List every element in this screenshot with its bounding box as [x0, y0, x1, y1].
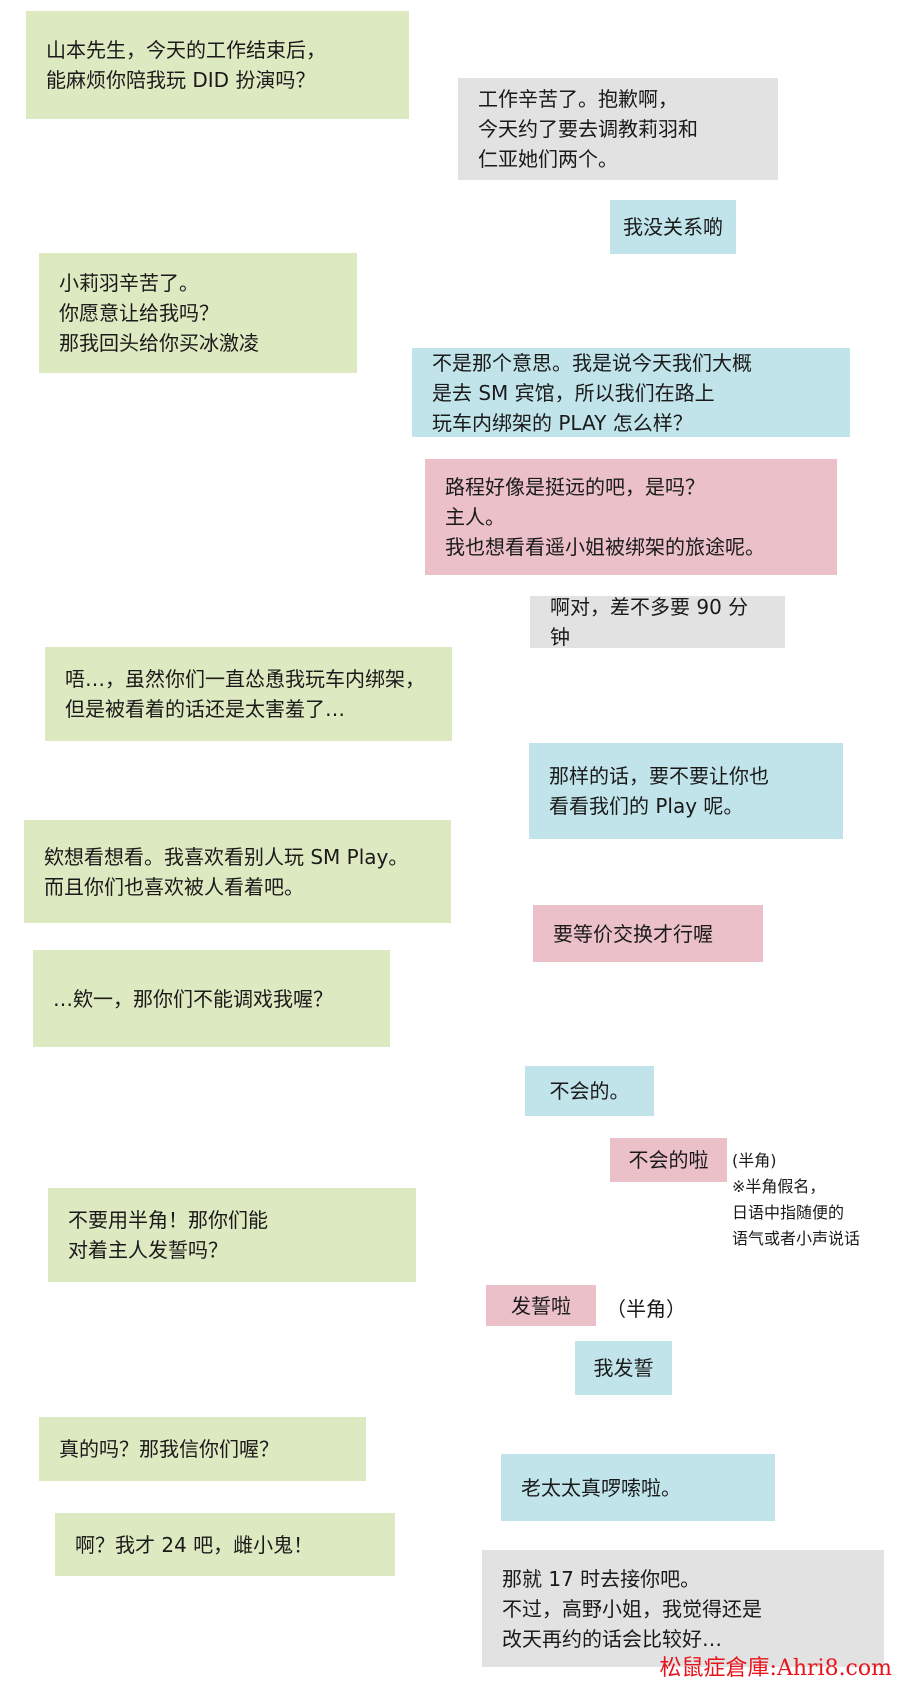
message-text: 真的吗？那我信你们喔？ [59, 1437, 279, 1461]
message-text: 小莉羽辛苦了。 你愿意让给我吗？ 那我回头给你买冰激凌 [59, 271, 259, 355]
chat-message: 真的吗？那我信你们喔？ [39, 1417, 366, 1481]
message-text: 啊对，差不多要 90 分钟 [550, 595, 749, 649]
chat-message: 我发誓 [575, 1341, 672, 1395]
chat-message: 我没关系啲 [610, 200, 736, 254]
chat-message: 唔…，虽然你们一直怂恿我玩车内绑架， 但是被看着的话还是太害羞了… [45, 647, 452, 741]
chat-message: 啊？我才 24 吧，雌小鬼！ [55, 1513, 395, 1576]
chat-message: 不会的。 [525, 1066, 654, 1116]
message-text: 啊？我才 24 吧，雌小鬼！ [75, 1532, 314, 1557]
message-text: 路程好像是挺远的吧，是吗？ 主人。 我也想看看遥小姐被绑架的旅途呢。 [445, 475, 765, 559]
message-text: 欸想看想看。我喜欢看别人玩 SM Play。 而且你们也喜欢被人看着吧。 [44, 844, 409, 899]
chat-message: 发誓啦 [486, 1285, 596, 1326]
message-text: 不要用半角！那你们能 对着主人发誓吗？ [68, 1208, 268, 1262]
message-text: 那就 17 时去接你吧。 不过，高野小姐，我觉得还是 改天再约的话会比较好… [502, 1566, 762, 1651]
chat-message: 那样的话，要不要让你也 看看我们的 Play 呢。 [529, 743, 843, 839]
message-text: 不会的。 [549, 1079, 630, 1103]
message-text: …欸一，那你们不能调戏我喔？ [53, 986, 333, 1011]
halfwidth-footnote: (半角) ※半角假名， 日语中指随便的 语气或者小声说话 [732, 1151, 861, 1248]
chat-message: 山本先生，今天的工作结束后， 能麻烦你陪我玩 DID 扮演吗？ [26, 11, 409, 119]
chat-message: 老太太真啰嗦啦。 [501, 1454, 775, 1521]
message-text: 老太太真啰嗦啦。 [521, 1475, 681, 1500]
message-text: 工作辛苦了。抱歉啊， 今天约了要去调教莉羽和 仁亚她们两个。 [478, 87, 698, 171]
message-text: 我没关系啲 [623, 215, 723, 239]
message-text: 不是那个意思。我是说今天我们大概 是去 SM 宾馆，所以我们在路上 玩车内绑架的… [432, 350, 752, 435]
message-text: 发誓啦 [511, 1293, 571, 1318]
chat-message: 工作辛苦了。抱歉啊， 今天约了要去调教莉羽和 仁亚她们两个。 [458, 78, 778, 180]
watermark: 松鼠症倉庫:Ahri8.com [659, 1656, 892, 1681]
chat-message: 小莉羽辛苦了。 你愿意让给我吗？ 那我回头给你买冰激凌 [39, 253, 357, 373]
chat-message: 不是那个意思。我是说今天我们大概 是去 SM 宾馆，所以我们在路上 玩车内绑架的… [412, 348, 850, 437]
message-text: 那样的话，要不要让你也 看看我们的 Play 呢。 [549, 764, 769, 818]
message-text: 山本先生，今天的工作结束后， 能麻烦你陪我玩 DID 扮演吗？ [46, 38, 326, 92]
chat-message: 不会的啦 [610, 1138, 727, 1182]
chat-message: 欸想看想看。我喜欢看别人玩 SM Play。 而且你们也喜欢被人看着吧。 [24, 820, 451, 923]
chat-message: 要等价交换才行喔 [533, 905, 763, 962]
chat-message: 路程好像是挺远的吧，是吗？ 主人。 我也想看看遥小姐被绑架的旅途呢。 [425, 459, 837, 575]
chat-message: 那就 17 时去接你吧。 不过，高野小姐，我觉得还是 改天再约的话会比较好… [482, 1550, 884, 1667]
message-text: 我发誓 [593, 1356, 654, 1380]
message-text: 唔…，虽然你们一直怂恿我玩车内绑架， 但是被看着的话还是太害羞了… [65, 667, 425, 721]
chat-message: 不要用半角！那你们能 对着主人发誓吗？ [48, 1188, 416, 1282]
halfwidth-label: （半角） [606, 1297, 686, 1321]
message-text: 要等价交换才行喔 [553, 921, 713, 946]
chat-message: …欸一，那你们不能调戏我喔？ [33, 950, 390, 1047]
message-text: 不会的啦 [628, 1148, 709, 1172]
chat-message: 啊对，差不多要 90 分钟 [530, 595, 785, 649]
